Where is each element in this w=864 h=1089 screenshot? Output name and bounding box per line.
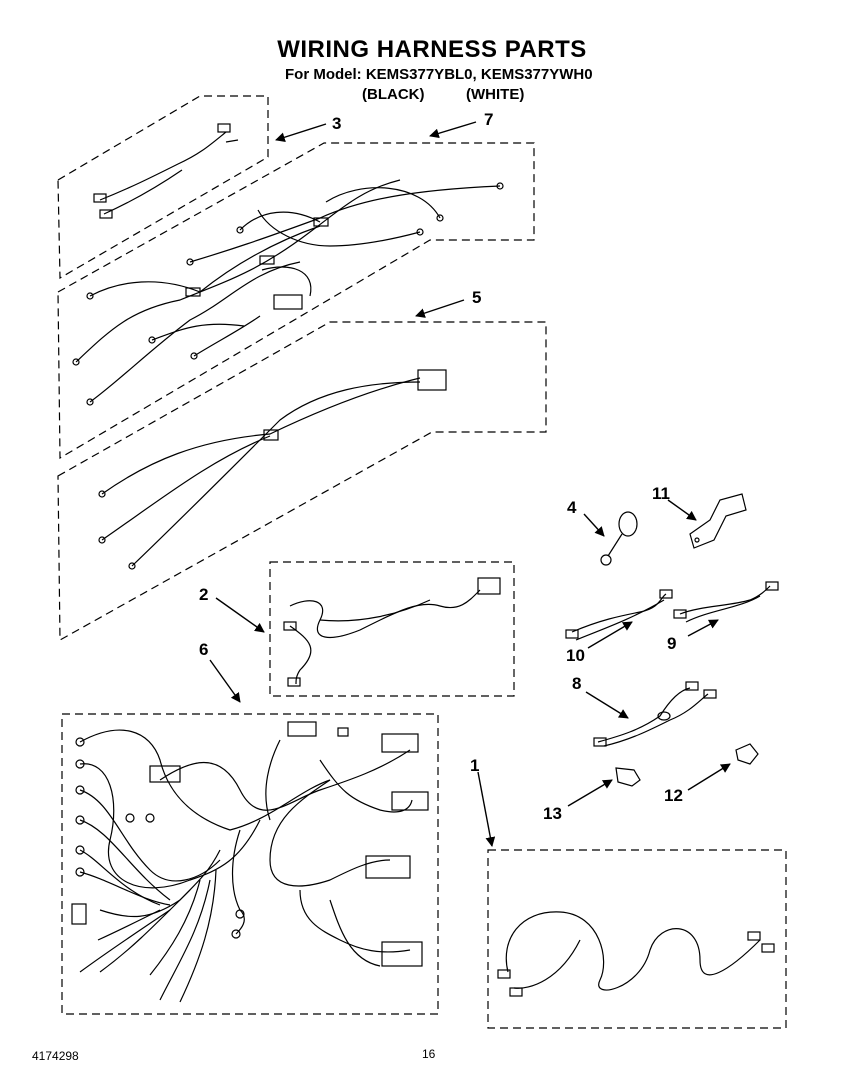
part-5-box xyxy=(57,321,547,642)
callout-5: 5 xyxy=(472,288,482,307)
page-number: 16 xyxy=(422,1047,436,1061)
callout-6: 6 xyxy=(199,640,209,659)
callout-7: 7 xyxy=(484,110,494,129)
part-1-box xyxy=(487,849,787,1029)
callout-1: 1 xyxy=(470,756,480,775)
callout-8: 8 xyxy=(572,674,582,693)
callout-13: 13 xyxy=(543,804,562,823)
document-number: 4174298 xyxy=(32,1049,79,1063)
callout-4: 4 xyxy=(567,498,577,517)
callout-2: 2 xyxy=(199,585,209,604)
callout-12: 12 xyxy=(664,786,683,805)
part-7-box xyxy=(57,142,535,460)
color-white-label: (WHITE) xyxy=(466,86,525,103)
part-4-ring xyxy=(600,511,638,566)
part-12-clip xyxy=(735,743,759,765)
part-10-wire xyxy=(565,589,673,641)
callout-10: 10 xyxy=(566,646,585,665)
part-8-wire xyxy=(593,681,717,747)
color-black-label: (BLACK) xyxy=(362,86,425,103)
callout-3: 3 xyxy=(332,114,342,133)
page-title: WIRING HARNESS PARTS xyxy=(277,36,587,63)
part-9-wire xyxy=(673,581,779,623)
part-2-box xyxy=(269,561,515,697)
part-11-bracket xyxy=(689,493,747,549)
callout-11: 11 xyxy=(652,484,670,503)
part-6-box xyxy=(61,713,439,1015)
model-line: For Model: KEMS377YBL0, KEMS377YWH0 xyxy=(285,66,593,83)
part-13-clip xyxy=(615,767,641,787)
callout-9: 9 xyxy=(667,634,677,653)
part-3-box xyxy=(57,95,269,280)
